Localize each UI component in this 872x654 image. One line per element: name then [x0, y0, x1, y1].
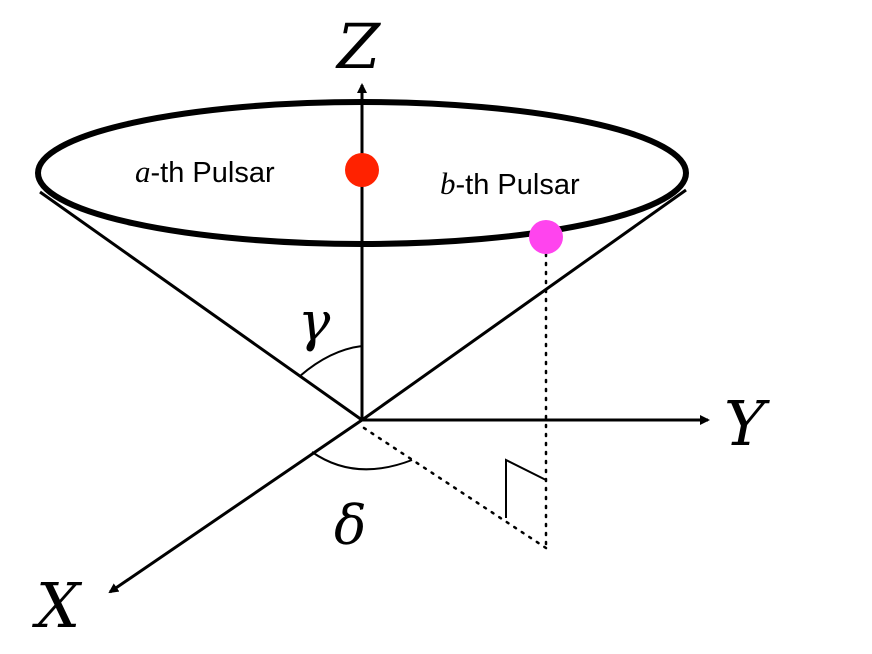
x-axis-label: X	[32, 569, 83, 642]
gamma-angle-arc	[299, 345, 363, 377]
cone-right-side	[361, 188, 687, 422]
delta-label: δ	[334, 494, 367, 557]
pulsar-b-dot	[529, 220, 563, 254]
pulsar-a-suffix: -th Pulsar	[151, 157, 275, 189]
pulsar-a-index: a	[135, 154, 151, 189]
x-axis	[108, 418, 363, 594]
projection-ground-line	[362, 426, 548, 550]
pulsar-b-suffix: -th Pulsar	[456, 169, 580, 201]
pulsar-b-index: b	[440, 166, 456, 201]
pulsar-a-label: a-th Pulsar	[135, 154, 275, 189]
cone-left-side	[39, 190, 363, 422]
delta-angle-arc	[311, 451, 413, 471]
pulsar-a-dot	[345, 153, 379, 187]
y-axis-label: Y	[724, 387, 770, 460]
z-axis-label: Z	[335, 10, 381, 83]
pulsar-b-label: b-th Pulsar	[440, 166, 580, 201]
gamma-label: γ	[298, 290, 331, 353]
right-angle-marker	[505, 458, 547, 518]
